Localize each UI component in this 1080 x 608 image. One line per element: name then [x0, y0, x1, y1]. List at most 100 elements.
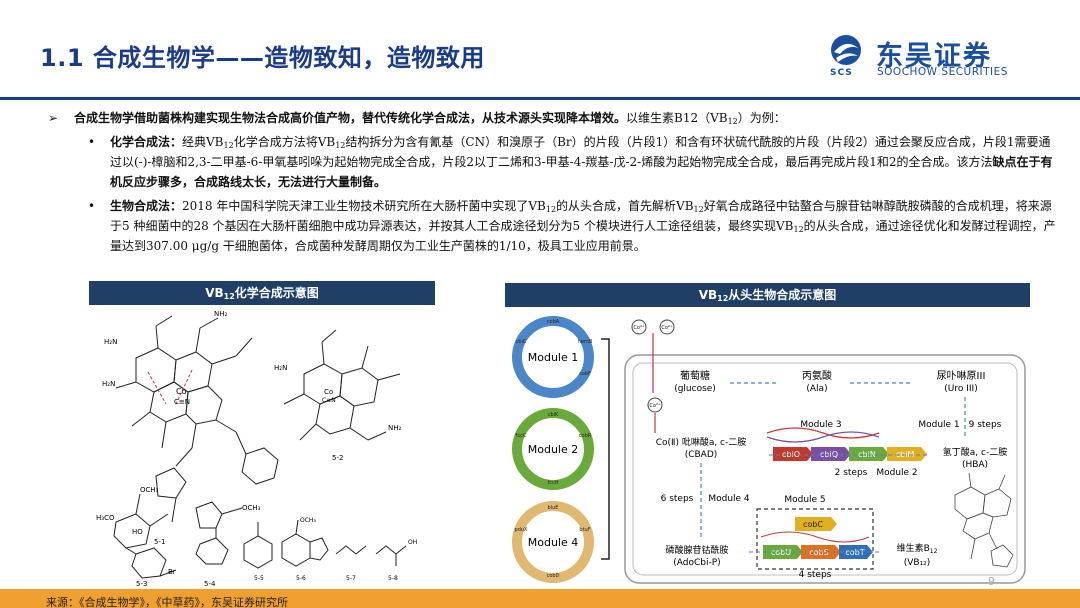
compound-5-2-structure [283, 329, 401, 441]
och3-label-3: OCH₃ [300, 517, 316, 524]
chem-t3: 结构拆分为含有氰基（CN）和溴原子（Br）的片段（片段1）和含有环状硫代酰胺的片… [110, 135, 1051, 169]
co-ion-icon [631, 319, 647, 335]
compound-5-7-structure [335, 545, 367, 555]
co-ion-icon [647, 397, 663, 413]
plasmid-gene-label: cobR [579, 433, 592, 439]
dna-strand-icon-2 [766, 431, 880, 443]
vb12-label-sub: 12 [930, 548, 938, 555]
module-4-label: Module 4 [528, 536, 579, 549]
ala-en-label: (Ala) [806, 384, 827, 394]
bio-t2: 的从头合成，首先解析VB [556, 199, 694, 213]
ala-label: 丙氨酸 [802, 369, 832, 382]
bio-panel-title-a: VB [698, 288, 718, 302]
co-label-2: Co [324, 388, 333, 396]
chem-panel-title: VB12化学合成示意图 [89, 281, 435, 305]
co-ion-label: Co²⁺ [661, 325, 673, 331]
br-label: Br [168, 568, 176, 576]
lead-rest-b: ）为例： [737, 111, 786, 125]
co-ion-label: Co²⁺ [649, 403, 661, 409]
chem-method-paragraph: • 化学合成法：经典VB12化学合成方法将VB12结构拆分为含有氰基（CN）和溴… [46, 132, 1056, 192]
plasmid-gene-label: bluE [548, 505, 559, 511]
module-2-step-label: Module 2 [876, 468, 917, 478]
chem-t1: 经典VB [182, 135, 224, 149]
co-label-1: Co [176, 387, 187, 396]
source-note: 来源：《合成生物学》，《中草药》，东吴证券研究所 [46, 596, 288, 608]
biosynthesis-scheme-figure: Module 1 Module 2 Module 4 cobA hemB cbi… [512, 316, 1026, 584]
steps-4-label: 4 steps [799, 570, 832, 580]
hba-en-label: (HBA) [962, 460, 988, 470]
module-5-label: Module 5 [784, 495, 825, 505]
plasmid-gene-label: cobA [547, 319, 560, 325]
footer-bar [0, 589, 1080, 608]
plasmid-gene-labels: cobA hemB cbiC cobF cbiK cobR fccC fccH … [515, 319, 593, 579]
glucose-en-label: (glucose) [674, 384, 716, 394]
bio-panel-title: VB12从头生物合成示意图 [505, 283, 1030, 307]
co-ion-label: Co²⁺ [633, 325, 645, 331]
bullet-dot-icon: • [88, 199, 96, 213]
oh-label: OH [408, 539, 417, 546]
header-divider [0, 97, 1080, 100]
module-1-step-label: Module 1 [918, 420, 959, 430]
steps-2-label: 2 steps [835, 468, 868, 478]
h3co-label: H₃CO [96, 514, 115, 522]
bio-s1: 12 [545, 205, 557, 214]
compound-5-8-structure [375, 545, 407, 566]
plasmid-gene-label: cobD [547, 573, 560, 579]
compound-5-8-label: 5-8 [388, 575, 398, 582]
compound-5-5-structure [243, 522, 273, 569]
plasmid-gene-label: cbiC [516, 339, 527, 345]
arrow-bullet-icon: ➢ [48, 111, 59, 125]
plasmid-gene-label: hemB [578, 339, 593, 345]
gene-cobU: cobU [771, 548, 791, 557]
company-logo: 东吴证券 SCS SOOCHOW SECURITIES [826, 34, 1026, 80]
vb12-molecule-icon [954, 472, 1014, 568]
bio-panel-title-b: 从头生物合成示意图 [728, 288, 837, 302]
compound-5-7-label: 5-7 [346, 575, 356, 582]
compound-5-3-label: 5-3 [136, 580, 147, 588]
compound-5-1-label: 5-1 [154, 538, 165, 546]
steps-9-label: 9 steps [969, 420, 1002, 430]
cell-inner-outline [632, 362, 1018, 576]
nh2-label-2: NH₂ [388, 424, 402, 432]
bio-t1: 2018 年中国科学院天津工业生物技术研究所在大肠杆菌中实现了VB [182, 199, 546, 213]
logo-scs-text: SCS [830, 68, 853, 78]
plasmid-module-4: Module 4 [512, 501, 594, 583]
module-3-genes: cbiO cbiQ cbiN cbiM [773, 447, 927, 461]
plasmid-module-1: Module 1 [512, 316, 594, 398]
logo-mark-icon [831, 35, 861, 65]
plasmid-gene-label: cobF [579, 371, 591, 377]
uro-label: 尿卟啉原III [937, 370, 986, 382]
dna-strand-icon [766, 427, 880, 439]
chem-s1: 12 [223, 141, 234, 150]
bio-method-paragraph: • 生物合成法：2018 年中国科学院天津工业生物技术研究所在大肠杆菌中实现了V… [46, 196, 1056, 256]
h2n-label-1: H₂N [104, 338, 117, 346]
module-1-label: Module 1 [528, 351, 579, 364]
chem-panel-title-sub: 12 [223, 292, 235, 301]
compound-5-6-label: 5-6 [296, 575, 306, 582]
page-number: 9 [988, 575, 995, 588]
plasmid-gene-label: fccC [516, 433, 527, 439]
lead-sub: 12 [727, 117, 738, 126]
bio-panel-title-sub: 12 [717, 294, 729, 303]
och3-label-2: OCH₃ [242, 504, 261, 512]
co-ion-icon [659, 319, 675, 335]
compound-5-4-label: 5-4 [204, 580, 216, 588]
cbad-label: Co(Ⅱ) 吡啉酸a, c-二胺 [656, 436, 747, 448]
cn-label-1: C≡N [174, 398, 190, 406]
bio-s2: 12 [693, 205, 704, 214]
h2n-label-2: H₂N [102, 380, 115, 388]
chem-t2: 化学合成方法将VB [233, 135, 336, 149]
compound-5-6-structure [281, 519, 329, 567]
chem-bold: 缺点在于有机反应步骤多，合成路线太长，无法进行大量制备。 [110, 155, 1053, 189]
chem-panel-title-a: VB [205, 286, 224, 300]
cell-outline [624, 354, 1026, 584]
och3-label-1: OCH₃ [140, 486, 159, 494]
bullet-dot-icon: • [88, 135, 96, 149]
compound-5-3-structure [113, 493, 177, 579]
page-title: 1.1 合成生物学——造物致知，造物致用 [40, 44, 485, 72]
h2n-label-3: H₂N [274, 364, 287, 372]
plasmid-gene-label: fccH [547, 480, 558, 486]
vb12-structure [115, 315, 279, 523]
steps-6-label: 6 steps [661, 494, 694, 504]
plasmid-gene-label: cbiK [548, 412, 559, 418]
